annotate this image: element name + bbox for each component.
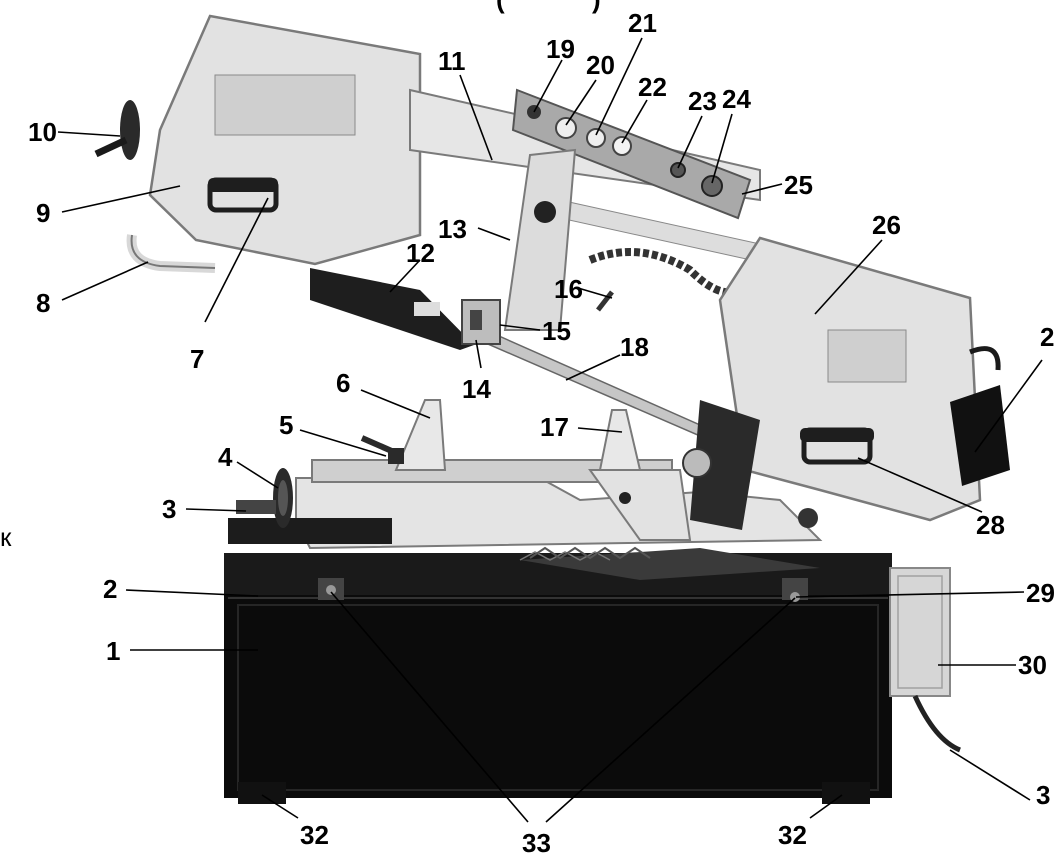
electrical-box bbox=[889, 567, 962, 753]
callout-7: 7 bbox=[190, 344, 204, 374]
callout-26: 26 bbox=[872, 210, 901, 240]
callout-32-right: 32 bbox=[778, 820, 807, 850]
cabinet bbox=[224, 548, 892, 804]
callout-17: 17 bbox=[540, 412, 569, 442]
callout-33: 33 bbox=[522, 828, 551, 854]
callout-31-partial: 3 bbox=[1036, 780, 1050, 810]
leader-lines bbox=[57, 37, 1043, 823]
callout-2: 2 bbox=[103, 574, 117, 604]
machine-illustration bbox=[94, 14, 1010, 804]
callout-27-partial: 2 bbox=[1040, 322, 1054, 352]
callout-14: 14 bbox=[462, 374, 491, 404]
callout-23: 23 bbox=[688, 86, 717, 116]
callout-10: 10 bbox=[28, 117, 57, 147]
callout-18: 18 bbox=[620, 332, 649, 362]
callout-30-partial: 30 bbox=[1018, 650, 1047, 680]
callout-15: 15 bbox=[542, 316, 571, 346]
callout-11: 11 bbox=[438, 46, 466, 76]
callout-1: 1 bbox=[106, 636, 120, 666]
callout-12: 12 bbox=[406, 238, 435, 268]
control-panel bbox=[511, 88, 752, 220]
callout-16: 16 bbox=[554, 274, 583, 304]
callout-5: 5 bbox=[279, 410, 293, 440]
callout-6: 6 bbox=[336, 368, 350, 398]
callout-32-left: 32 bbox=[300, 820, 329, 850]
callout-13: 13 bbox=[438, 214, 467, 244]
header-fragment: ( bbox=[496, 0, 505, 14]
header-fragment-right: ) bbox=[592, 0, 601, 14]
saw-frame bbox=[94, 14, 1010, 541]
side-fragment: к bbox=[0, 522, 12, 552]
callout-21: 21 bbox=[628, 8, 657, 38]
callout-8: 8 bbox=[36, 288, 50, 318]
callout-4: 4 bbox=[218, 442, 233, 472]
callout-20: 20 bbox=[586, 50, 615, 80]
callout-29-partial: 29 bbox=[1026, 578, 1055, 608]
callout-25: 25 bbox=[784, 170, 813, 200]
callout-9: 9 bbox=[36, 198, 50, 228]
callout-22: 22 bbox=[638, 72, 667, 102]
callout-28: 28 bbox=[976, 510, 1005, 540]
callout-24: 24 bbox=[722, 84, 751, 114]
callout-3: 3 bbox=[162, 494, 176, 524]
callout-19: 19 bbox=[546, 34, 575, 64]
